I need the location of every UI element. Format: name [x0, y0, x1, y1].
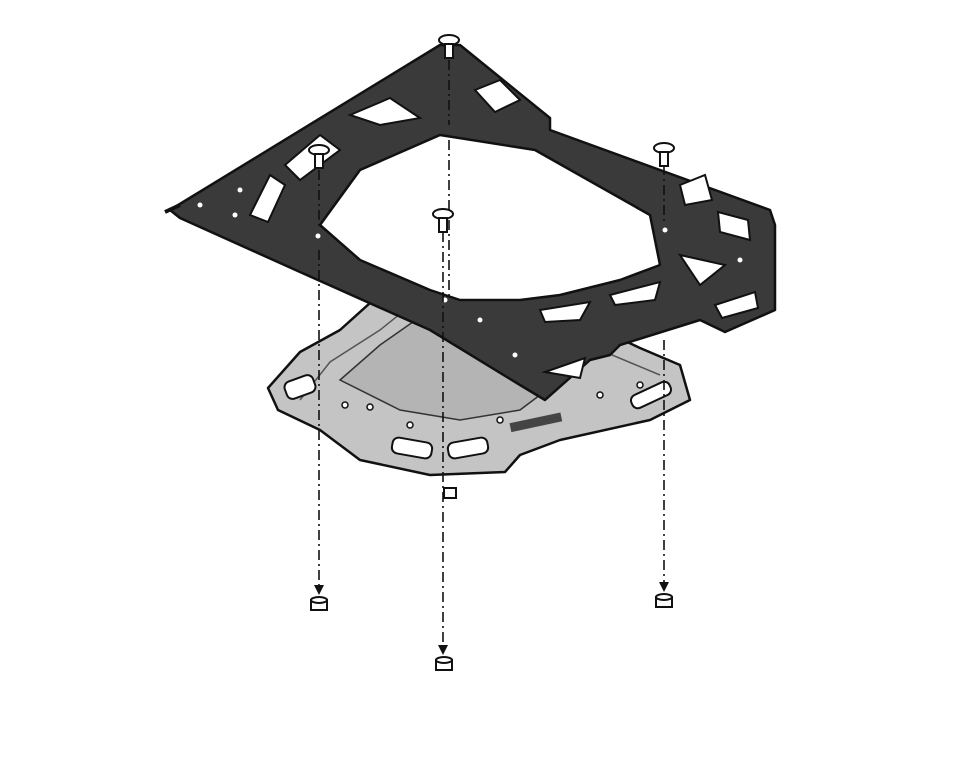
nut-icon [655, 593, 673, 608]
bolt-icon [432, 208, 454, 233]
rack-logo [509, 412, 563, 433]
bolts [308, 34, 675, 233]
nut-icon [435, 656, 453, 671]
nuts [310, 487, 673, 671]
bolt-icon [438, 34, 460, 59]
top-plate [164, 43, 777, 402]
arrowheads [314, 582, 669, 655]
bolt-icon [653, 142, 675, 167]
bolt-icon [308, 144, 330, 169]
nut-icon [310, 596, 328, 611]
assembly-axis-lines [318, 60, 665, 650]
nut-icon [443, 487, 457, 499]
